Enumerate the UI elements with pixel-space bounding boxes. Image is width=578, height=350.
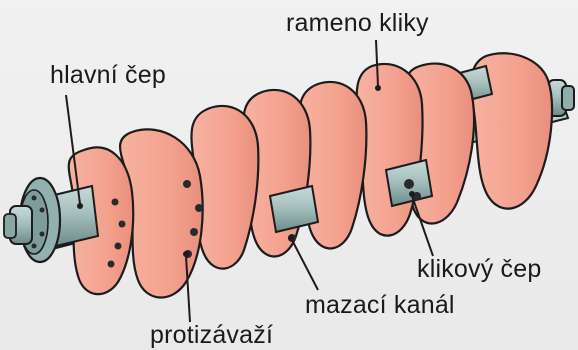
leader-line-oil-channel	[292, 240, 318, 290]
bolt-hole	[115, 243, 122, 250]
oil-hole	[404, 179, 414, 189]
bolt-hole	[108, 261, 115, 268]
label-crank-pin: klikový čep	[417, 257, 541, 282]
bolt-hole	[195, 204, 203, 212]
label-oil-channel: mazací kanál	[305, 293, 455, 318]
label-counterweight: protizávaží	[150, 323, 273, 348]
label-crank-arm: rameno kliky	[286, 11, 429, 36]
bolt-hole	[112, 199, 119, 206]
bolt-hole	[190, 228, 198, 236]
bolt-hole	[119, 221, 126, 228]
label-main-journal: hlavní čep	[50, 63, 166, 88]
bolt-hole	[183, 180, 191, 188]
front-shaft-tip	[4, 206, 32, 244]
